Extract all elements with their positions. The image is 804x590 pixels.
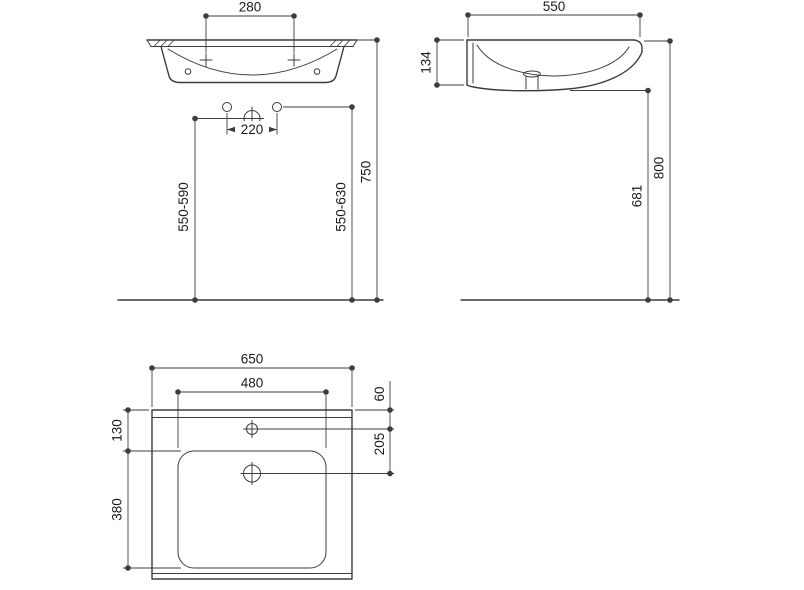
dim-label-650: 650	[241, 352, 264, 367]
fixing-holes	[222, 102, 282, 112]
dim-underside-clearance: 681	[570, 87, 651, 303]
dim-label-800: 800	[652, 157, 667, 180]
fixing-cross-left-icon	[199, 53, 213, 67]
overflow-right-icon	[313, 68, 321, 75]
dim-label-130: 130	[110, 419, 125, 442]
plan-drain-icon	[240, 462, 264, 485]
fixing-cross-right-icon	[287, 53, 301, 67]
front-basin-outline	[146, 39, 358, 84]
dim-fixing-width: 280	[203, 0, 297, 53]
plan-tap-hole-icon	[243, 420, 261, 438]
dim-label-380: 380	[110, 498, 125, 521]
dim-height-rim: 750	[357, 37, 380, 303]
dim-label-550-630: 550-630	[334, 182, 349, 232]
dim-label-60: 60	[372, 386, 387, 401]
dim-label-480: 480	[241, 376, 264, 391]
dim-bowl-position: 130 380	[110, 407, 181, 571]
plan-basin-outline	[151, 409, 353, 580]
dim-label-205: 205	[372, 433, 387, 456]
front-view: 280 220 550-590	[117, 0, 384, 303]
rim-hatch-lines	[153, 39, 351, 47]
dim-overall-width: 650	[149, 352, 355, 407]
dim-bowl-width: 480	[175, 376, 329, 448]
side-view: 550 134 681 800	[419, 0, 680, 303]
side-waste-outlet-icon	[523, 70, 541, 90]
dim-label-550-590: 550-590	[176, 182, 191, 232]
fixing-hole-left-icon	[222, 102, 232, 112]
plan-view: 650 480 60 205	[110, 352, 394, 580]
side-basin-outline	[466, 39, 643, 92]
dim-hole-spacing: 220	[226, 113, 278, 138]
overflow-left-icon	[184, 68, 192, 75]
dim-label-134: 134	[419, 51, 434, 74]
dim-top-height: 800	[644, 38, 673, 303]
dim-height-drain: 550-590	[176, 115, 242, 303]
dim-back-height: 134	[419, 37, 464, 88]
dim-tap-and-drain-offsets: 60 205	[261, 381, 394, 477]
dim-depth: 550	[465, 0, 643, 37]
plan-bowl-outline	[177, 450, 327, 569]
dim-label-750: 750	[359, 161, 374, 184]
fixing-hole-right-icon	[272, 102, 282, 112]
dim-label-280: 280	[239, 0, 262, 15]
dim-label-550: 550	[543, 0, 566, 14]
dim-label-220: 220	[241, 122, 264, 137]
dim-height-fixing: 550-630	[283, 104, 355, 303]
dim-label-681: 681	[630, 185, 645, 208]
